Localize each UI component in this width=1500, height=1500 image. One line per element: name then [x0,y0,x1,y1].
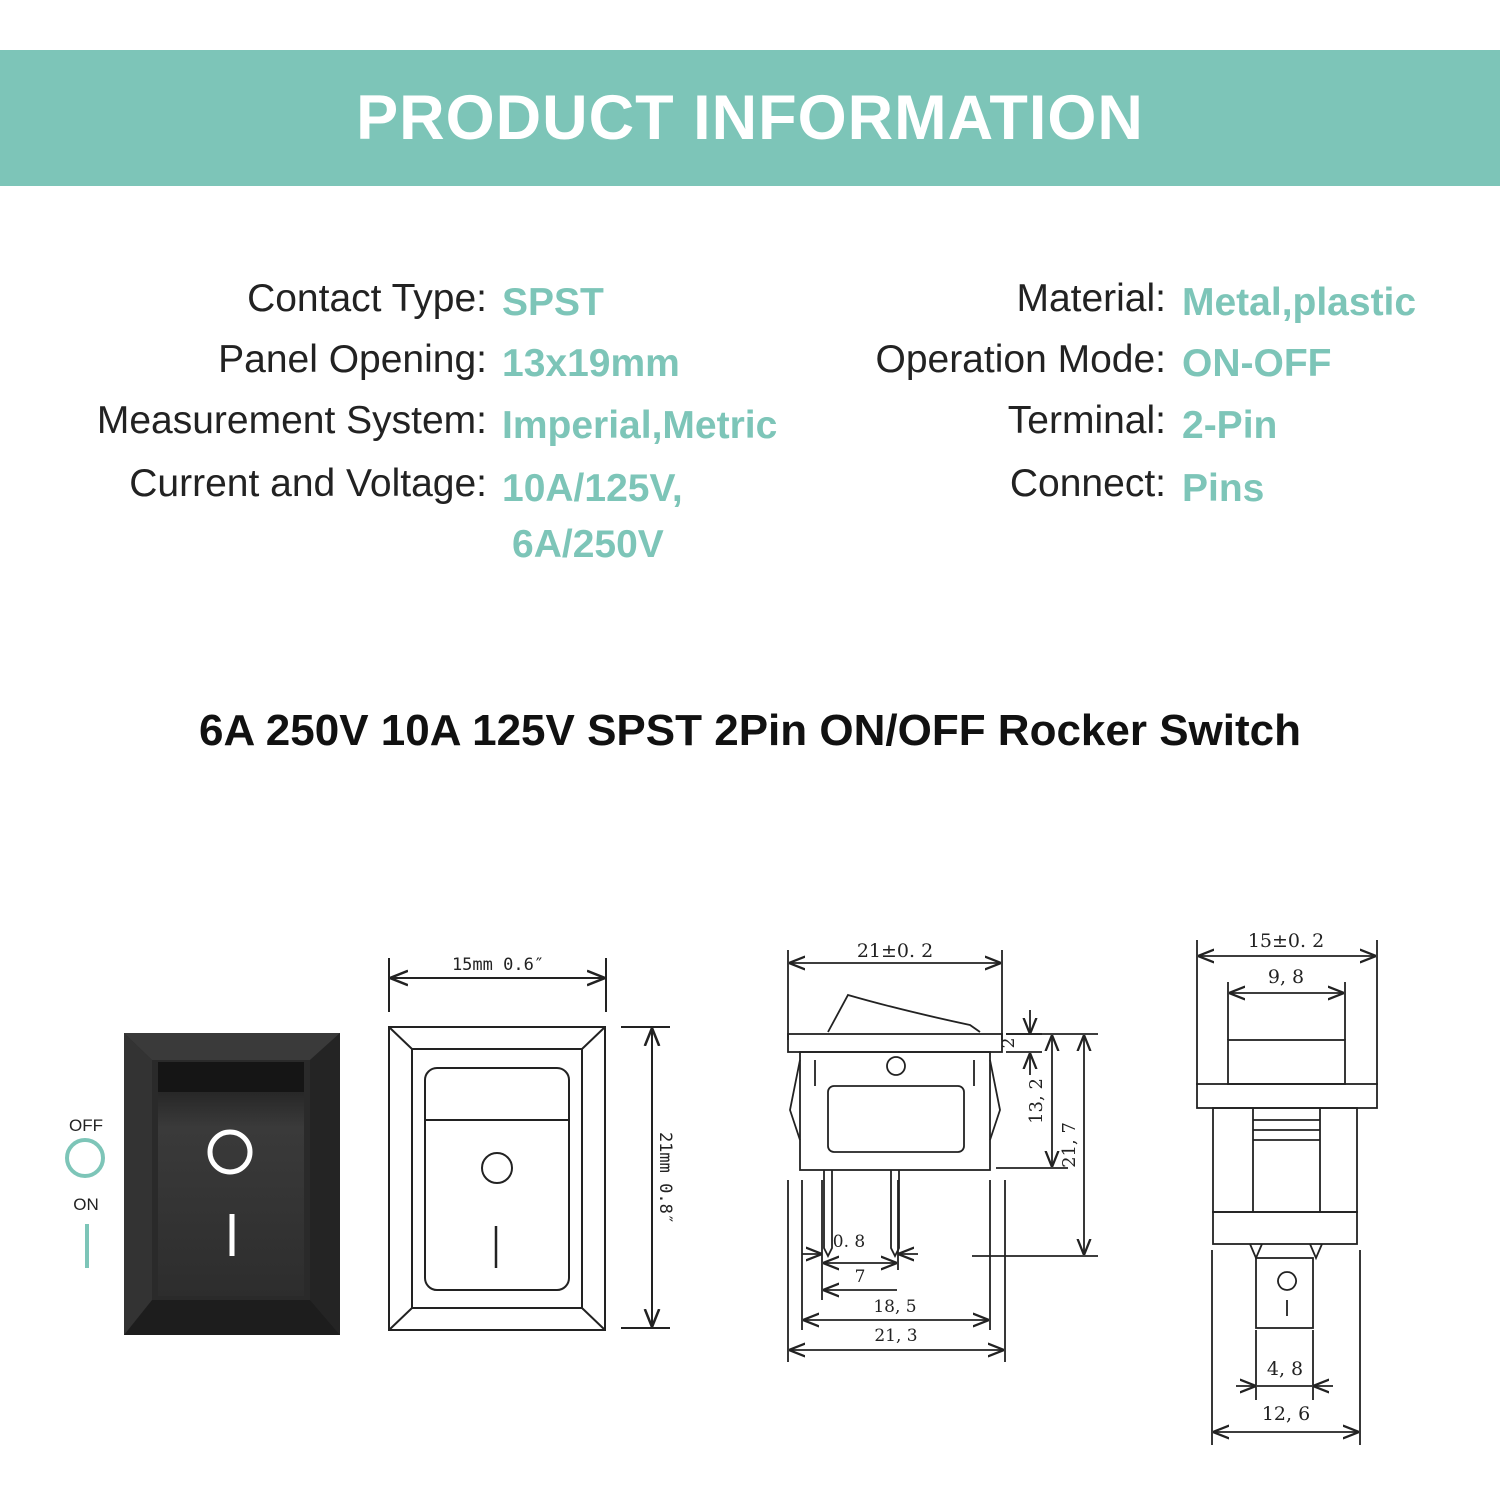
banner-title: PRODUCT INFORMATION [356,83,1144,153]
spec-value-contact-type: SPST [502,281,604,324]
rocker-switch-photo [124,1033,340,1335]
spec-label-material: Material: [1016,277,1166,320]
spec-value-panel-opening: 13x19mm [502,342,680,385]
spec-value-current-voltage-line2: 6A/250V [512,523,664,566]
spec-label-terminal: Terminal: [1007,399,1166,442]
side-dim-13-2-label: 13, 2 [1026,1078,1047,1124]
side-dim-2-label: 2 [999,1038,1019,1049]
front-width-label: 15mm 0.6″ [452,955,544,975]
side-top-width-label: 21±0. 2 [857,940,933,962]
header-banner [0,50,1500,186]
legend-off-label: OFF [69,1116,103,1135]
end-cap-width-label: 9, 8 [1268,966,1304,988]
spec-label-panel-opening: Panel Opening: [218,338,487,381]
spec-value-measurement-system: Imperial,Metric [502,404,778,447]
off-symbol-icon [207,1129,253,1175]
spec-label-contact-type: Contact Type: [247,277,487,320]
spec-value-terminal: 2-Pin [1182,404,1278,447]
spec-value-material: Metal,plastic [1182,281,1417,324]
on-off-legend: OFF ON [65,1116,105,1268]
end-top-width-label: 15±0. 2 [1248,930,1324,952]
front-height-label: 21mm 0.8″ [655,1132,675,1224]
spec-label-operation-mode: Operation Mode: [875,338,1166,381]
spec-label-connect: Connect: [1009,462,1166,505]
product-subtitle: 6A 250V 10A 125V SPST 2Pin ON/OFF Rocker… [198,706,1302,755]
side-pin-width-label: 0. 8 [833,1232,865,1252]
side-dim-21-7-label: 21, 7 [1059,1122,1080,1168]
end-pin-width-label: 4, 8 [1267,1358,1303,1380]
side-view-drawing [787,950,1098,1362]
off-circle-icon [65,1138,105,1178]
side-dim-18-5-label: 18, 5 [873,1297,916,1317]
spec-value-connect: Pins [1182,467,1265,510]
spec-value-current-voltage: 10A/125V, [502,467,683,510]
front-view-drawing [388,958,670,1331]
legend-on-label: ON [73,1195,99,1214]
side-pin-spacing-label: 7 [855,1267,866,1287]
end-body-width-label: 12, 6 [1262,1403,1310,1425]
spec-label-measurement-system: Measurement System: [96,399,487,442]
spec-value-operation-mode: ON-OFF [1182,342,1332,385]
spec-label-current-voltage: Current and Voltage: [129,462,487,505]
end-view-drawing [1196,940,1378,1445]
side-dim-21-3-label: 21, 3 [874,1326,917,1346]
